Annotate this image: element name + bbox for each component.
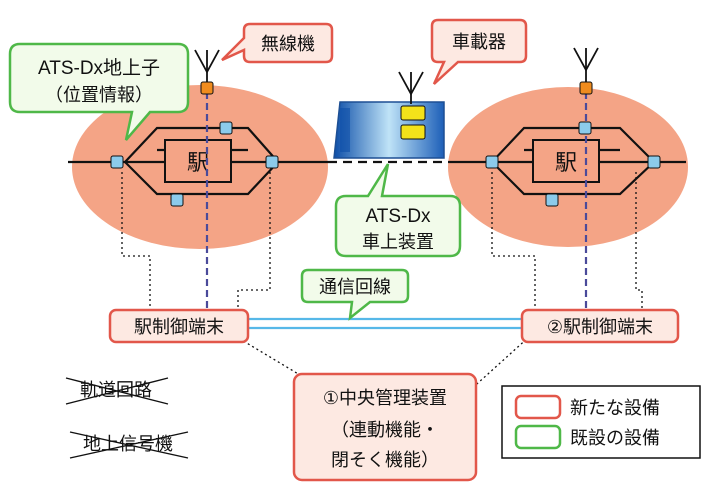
station-box-left: 駅 <box>164 139 232 183</box>
central-line1: ①中央管理装置 <box>323 388 447 409</box>
balise-icon <box>485 155 499 169</box>
ats-dx-car-line1: ATS-Dx <box>365 206 431 227</box>
ats-dx-car-line2: 車上装置 <box>362 232 434 253</box>
terminal-left-label: 駅制御端末 <box>134 317 224 338</box>
car-antenna-icon <box>398 71 424 104</box>
central-line3: 閉そく機能） <box>331 450 439 471</box>
balise-icon <box>545 193 559 207</box>
callout-onboard: 車載器 <box>430 18 528 85</box>
legend-swatch-existing <box>514 424 562 450</box>
terminal-right: ②駅制御端末 <box>520 308 680 344</box>
balise-icon <box>265 155 279 169</box>
callout-ats-dx-car: ATS-Dx 車上装置 <box>334 163 462 258</box>
transponder-icon <box>579 81 593 95</box>
onboard-unit-icon <box>400 124 426 140</box>
legend: 新たな設備 既設の設備 <box>501 385 701 459</box>
station-label-right: 駅 <box>555 151 577 176</box>
balise-icon <box>578 121 592 135</box>
onboard-label: 車載器 <box>452 32 506 53</box>
transponder-icon <box>200 81 214 95</box>
onboard-unit-icon <box>400 105 426 121</box>
callout-ats-dx-ground: ATS-Dx地上子 （位置情報） <box>8 42 190 141</box>
ats-dx-ground-line2: （位置情報） <box>45 85 153 106</box>
legend-label-new: 新たな設備 <box>570 398 660 419</box>
station-label-left: 駅 <box>187 151 209 176</box>
station-box-right: 駅 <box>532 139 600 183</box>
callout-comm-line: 通信回線 <box>300 268 410 321</box>
comm-line <box>248 317 522 330</box>
station-wiring <box>121 172 643 393</box>
antenna-icon <box>194 49 220 82</box>
removed-track-circuit: 軌道回路 <box>65 377 169 405</box>
balise-icon <box>170 193 184 207</box>
train-car-icon <box>333 101 445 159</box>
removed-signal: 地上信号機 <box>69 431 189 459</box>
balise-group-left <box>110 121 279 207</box>
balise-group-right <box>485 121 661 207</box>
comm-line-label: 通信回線 <box>319 277 391 298</box>
antenna-icon <box>573 47 599 82</box>
balise-icon <box>219 121 233 135</box>
balise-icon <box>647 155 661 169</box>
terminal-left: 駅制御端末 <box>108 308 250 344</box>
balise-icon <box>110 155 124 169</box>
legend-swatch-new <box>514 394 562 420</box>
ats-dx-ground-line1: ATS-Dx地上子 <box>38 57 160 79</box>
callout-radio: 無線機 <box>221 22 334 64</box>
legend-label-existing: 既設の設備 <box>570 428 660 449</box>
terminal-right-label: ②駅制御端末 <box>547 317 653 338</box>
central-line2: （連動機能・ <box>331 420 439 441</box>
radio-label: 無線機 <box>261 34 315 55</box>
central-management: ①中央管理装置 （連動機能・ 閉そく機能） <box>292 372 478 482</box>
